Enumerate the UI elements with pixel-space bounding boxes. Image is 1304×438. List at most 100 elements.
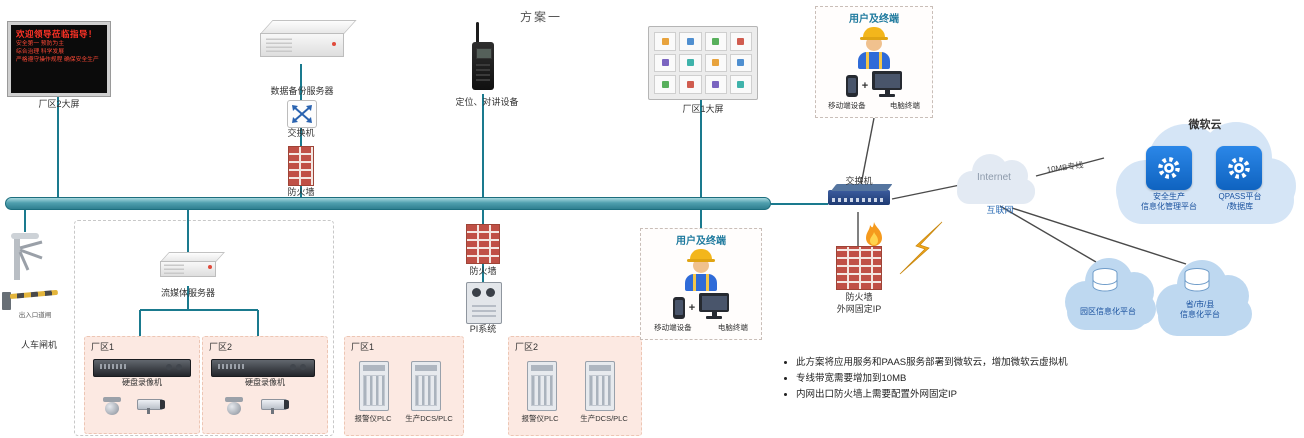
led-line: 严格遵守操作规程 确保安全生产 bbox=[16, 57, 99, 63]
area-title: 厂区2 bbox=[515, 342, 539, 352]
bullet-camera-icon bbox=[261, 395, 291, 415]
monitor-icon bbox=[872, 71, 903, 97]
area-title: 厂区1 bbox=[91, 342, 115, 352]
terminals-title: 用户及终端 bbox=[676, 236, 726, 247]
app-square-qpass bbox=[1216, 146, 1262, 190]
firewall-top-label: 防火墙 bbox=[287, 187, 315, 197]
dvr-icon bbox=[211, 359, 315, 377]
screen-app-icon bbox=[704, 75, 727, 94]
worker-icon bbox=[852, 27, 896, 69]
pc-terminal-label: 电脑终端 bbox=[717, 322, 748, 332]
switch-icon bbox=[287, 100, 317, 128]
note-item: 此方案将应用服务和PAAS服务部署到微软云，增加微软云虚拟机 bbox=[796, 356, 1296, 369]
app-square-safety bbox=[1146, 146, 1192, 190]
terminals-top-box: 用户及终端 + 移动端设备 电脑终端 bbox=[815, 6, 933, 118]
pc-terminal-label: 电脑终端 bbox=[889, 100, 920, 110]
led-line: 安全第一 预防为主 bbox=[16, 41, 64, 47]
screen-app-icon bbox=[654, 75, 677, 94]
phone-icon bbox=[845, 74, 858, 97]
terminals-title: 用户及终端 bbox=[849, 14, 899, 25]
worker-icon bbox=[679, 249, 723, 291]
app-safety-label: 安全生产 信息化管理平台 bbox=[1141, 192, 1197, 211]
barrier-gate-icon bbox=[2, 288, 62, 314]
video-area2-box: 厂区2 硬盘录像机 bbox=[202, 336, 328, 434]
media-server-icon bbox=[154, 252, 226, 286]
video-area1-box: 厂区1 硬盘录像机 bbox=[84, 336, 200, 434]
screen1-label: 厂区1大屏 bbox=[682, 104, 724, 114]
database-icon bbox=[1092, 268, 1118, 292]
alarm-plc-label: 报警仪PLC bbox=[521, 414, 559, 423]
external-firewall-label: 防火墙 bbox=[845, 292, 873, 302]
screen-app-icon bbox=[679, 53, 702, 73]
app-qpass-label: QPASS平台 /数据库 bbox=[1218, 192, 1262, 211]
turnstile-icon bbox=[11, 233, 43, 280]
dvr-label: 硬盘录像机 bbox=[122, 378, 162, 387]
backup-server-icon bbox=[252, 20, 357, 68]
phone-icon bbox=[672, 296, 685, 319]
led-screen-label: 厂区2大屏 bbox=[38, 99, 80, 109]
screen-app-icon bbox=[679, 32, 702, 51]
gov-cloud bbox=[1156, 260, 1252, 336]
external-firewall-icon bbox=[836, 246, 882, 290]
mid-firewall-label: 防火墙 bbox=[469, 266, 497, 276]
internet-caption: 互联网 bbox=[986, 205, 1014, 215]
backup-server-label: 数据备份服务器 bbox=[270, 86, 334, 96]
dcs-plc-label: 生产DCS/PLC bbox=[580, 414, 628, 423]
internet-text: Internet bbox=[977, 172, 1011, 183]
plc-cabinet-icon bbox=[411, 361, 441, 411]
helmet-brim-icon bbox=[860, 37, 888, 40]
screen-app-icon bbox=[729, 53, 752, 73]
flame-icon bbox=[866, 222, 882, 246]
mobile-device-label: 移动端设备 bbox=[654, 322, 692, 332]
plc-area1-box: 厂区1 报警仪PLC 生产DCS/PLC bbox=[344, 336, 464, 436]
pi-system-label: PI系统 bbox=[469, 324, 497, 334]
screen-app-icon bbox=[654, 32, 677, 51]
mid-firewall-icon bbox=[466, 224, 500, 264]
screen-app-icon bbox=[704, 32, 727, 51]
screen-app-icon bbox=[654, 53, 677, 73]
notes-list: 此方案将应用服务和PAAS服务部署到微软云，增加微软云虚拟机 专线带宽需要增加到… bbox=[782, 356, 1296, 404]
mobile-device-label: 移动端设备 bbox=[828, 100, 866, 110]
area-title: 厂区2 bbox=[209, 342, 233, 352]
intercom-label: 定位、对讲设备 bbox=[455, 97, 519, 107]
diagram-title: 方案一 bbox=[520, 10, 563, 24]
helmet-icon bbox=[863, 27, 885, 39]
pi-system-icon bbox=[466, 282, 502, 324]
external-firewall-caption: 外网固定IP bbox=[836, 304, 882, 314]
core-switch-icon bbox=[828, 190, 890, 205]
ms-cloud-title: 微软云 bbox=[1188, 119, 1222, 131]
intercom-device-icon bbox=[468, 22, 502, 94]
plus-sign: + bbox=[688, 301, 696, 314]
dome-camera-icon bbox=[225, 397, 243, 415]
plc-area2-box: 厂区2 报警仪PLC 生产DCS/PLC bbox=[508, 336, 642, 436]
area-title: 厂区1 bbox=[351, 342, 375, 352]
terminals-bottom-box: 用户及终端 + 移动端设备 电脑终端 bbox=[640, 228, 762, 340]
barrier-caption: 出入口道闸 bbox=[18, 312, 52, 319]
dome-camera-icon bbox=[103, 397, 121, 415]
network-bus bbox=[5, 197, 771, 210]
core-switch-label: 交换机 bbox=[845, 176, 873, 186]
bullet-camera-icon bbox=[137, 395, 167, 415]
plc-cabinet-icon bbox=[585, 361, 615, 411]
note-item: 专线带宽需要增加到10MB bbox=[796, 372, 1296, 385]
note-item: 内网出口防火墙上需要配置外网固定IP bbox=[796, 388, 1296, 401]
screen-app-icon bbox=[704, 53, 727, 73]
gate-label: 人车闸机 bbox=[20, 340, 57, 350]
led-line: 综合治理 科学发展 bbox=[16, 49, 64, 55]
park-cloud-label: 园区信息化平台 bbox=[1080, 307, 1136, 316]
switch-top-label: 交换机 bbox=[287, 128, 315, 138]
plus-sign: + bbox=[861, 79, 869, 92]
firewall-icon bbox=[288, 146, 314, 186]
internet-cloud bbox=[957, 154, 1035, 204]
led-screen: 欢迎领导莅临指导！ 安全第一 预防为主 综合治理 科学发展 严格遵守操作规程 确… bbox=[7, 21, 111, 97]
video-zone-box bbox=[74, 220, 334, 436]
screen1-panel bbox=[648, 26, 758, 100]
gear-icon bbox=[1228, 157, 1250, 179]
dvr-label: 硬盘录像机 bbox=[245, 378, 285, 387]
lightning-icon bbox=[899, 221, 943, 275]
plc-cabinet-icon bbox=[527, 361, 557, 411]
monitor-icon bbox=[699, 293, 730, 319]
helmet-brim-icon bbox=[687, 259, 715, 262]
